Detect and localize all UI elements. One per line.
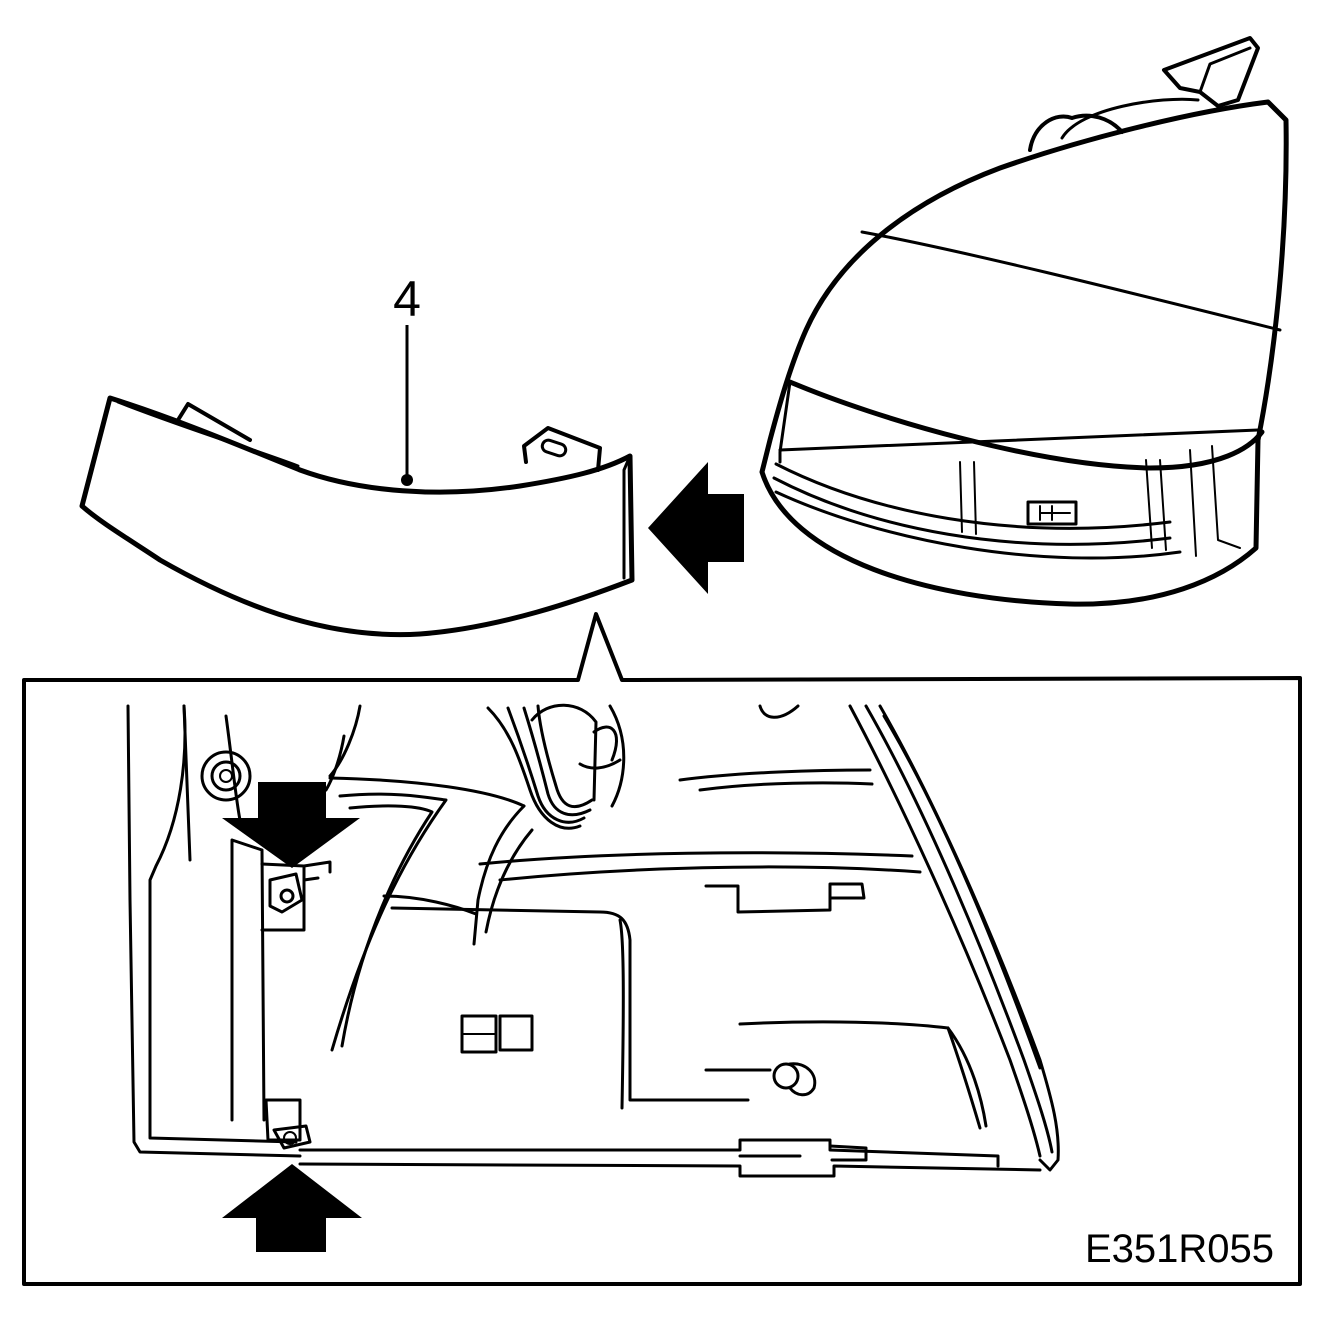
push-up-arrow-icon xyxy=(222,1164,362,1252)
removal-direction-arrow-icon xyxy=(648,462,744,594)
figure-code-label: E351R055 xyxy=(1085,1227,1274,1271)
callout-dot xyxy=(401,474,413,486)
detail-inset-frame xyxy=(22,612,1302,1286)
reflector-trim-part xyxy=(79,325,635,638)
tail-lamp-assembly xyxy=(759,36,1289,607)
detail-view xyxy=(126,703,1060,1178)
push-down-arrow-icon xyxy=(222,782,360,868)
part-number-label: 4 xyxy=(393,271,421,327)
